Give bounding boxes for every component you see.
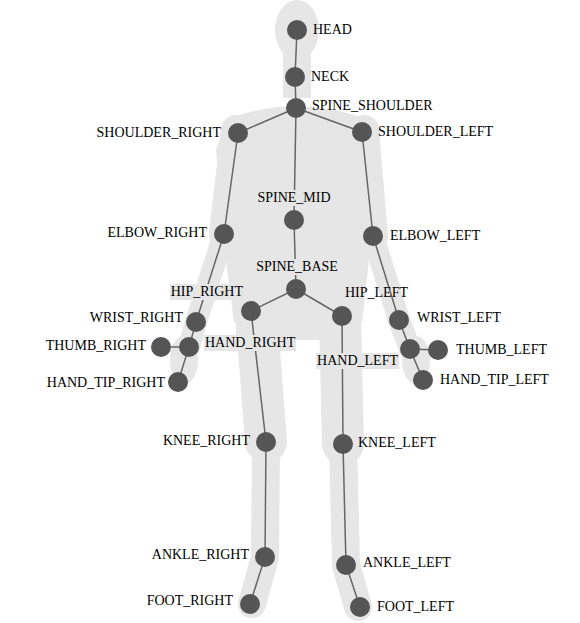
joint-label: ELBOW_LEFT xyxy=(389,228,481,244)
joint-label: WRIST_LEFT xyxy=(416,310,502,326)
joint-label: HEAD xyxy=(312,22,353,38)
joint-label: ELBOW_RIGHT xyxy=(106,225,208,241)
joint-label: SHOULDER_LEFT xyxy=(377,124,494,140)
joint-label: KNEE_LEFT xyxy=(357,435,437,451)
joint-label: THUMB_RIGHT xyxy=(45,338,147,354)
joint-label: FOOT_LEFT xyxy=(376,599,455,615)
joint-label: WRIST_RIGHT xyxy=(89,310,184,326)
body-silhouette xyxy=(170,0,430,607)
joint-dots xyxy=(151,20,448,617)
joint-label: HIP_LEFT xyxy=(344,285,409,301)
joint-label: ANKLE_LEFT xyxy=(362,555,452,571)
joint-label: THUMB_LEFT xyxy=(455,342,548,358)
joint-label: HAND_TIP_RIGHT xyxy=(46,375,166,391)
joint-label: FOOT_RIGHT xyxy=(146,593,234,609)
joint-label: KNEE_RIGHT xyxy=(162,433,251,449)
joint-label: HIP_RIGHT xyxy=(170,284,244,300)
joint-label: SPINE_BASE xyxy=(255,259,339,275)
joint-label: ANKLE_RIGHT xyxy=(151,547,250,563)
bone-lines xyxy=(161,30,438,607)
joint-label: SHOULDER_RIGHT xyxy=(96,125,222,141)
joint-label: HAND_LEFT xyxy=(316,353,399,369)
joint-label: NECK xyxy=(310,69,350,85)
joint-label: HAND_RIGHT xyxy=(204,335,296,351)
joint-label: HAND_TIP_LEFT xyxy=(439,372,550,388)
joint-label: SPINE_SHOULDER xyxy=(311,98,434,114)
joint-label: SPINE_MID xyxy=(256,190,331,206)
